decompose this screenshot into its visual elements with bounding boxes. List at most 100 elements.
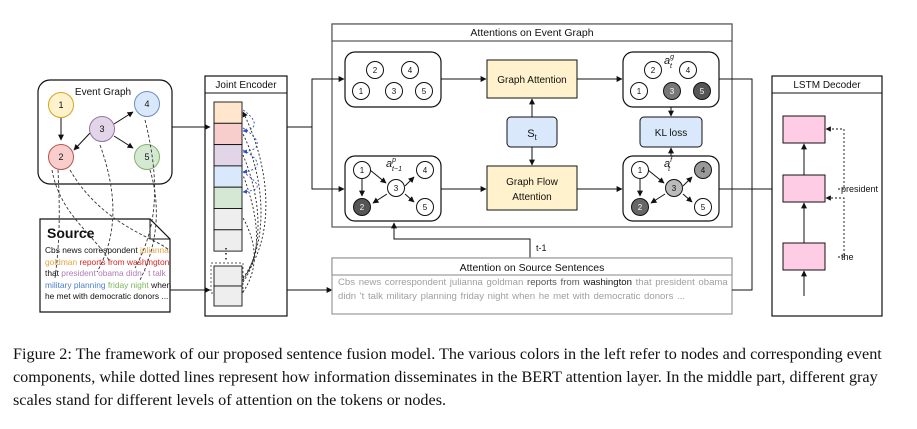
source-segment: goldman: [45, 256, 80, 267]
attention-source-title: Attention on Source Sentences: [460, 262, 605, 274]
bl-node-3: 3: [387, 179, 405, 197]
bl-node-5-label: 5: [423, 203, 428, 212]
bl-node-2-label: 2: [360, 203, 365, 212]
lstm-cell-top: [782, 115, 826, 144]
event-node-4-label: 4: [144, 99, 149, 109]
tr-node-3: 3: [663, 82, 681, 100]
encoder-ellipsis: ⋮: [219, 245, 233, 261]
a-g-label: a: [664, 55, 670, 67]
br-node-3: 3: [665, 179, 683, 197]
tr-node-3-label: 3: [670, 87, 675, 96]
encoder-cell: [213, 144, 243, 167]
tr-node-4: 4: [679, 61, 697, 79]
graph-attention-label: Graph Attention: [497, 75, 567, 86]
br-node-1-label: 1: [638, 166, 643, 175]
tl-node-4-label: 4: [408, 66, 413, 75]
graph-flow-label-1: Graph Flow: [506, 177, 558, 188]
tl-node-3: 3: [385, 82, 403, 100]
br-node-5-label: 5: [701, 203, 706, 212]
attention-on-source: Attention on Source Sentences Cbs news c…: [331, 257, 733, 315]
br-node-5: 5: [694, 198, 712, 216]
bl-node-4: 4: [416, 161, 434, 179]
source-segment: military planning: [45, 279, 108, 290]
attention-token: Cbs news correspondent julianna goldman: [338, 277, 527, 288]
br-node-4: 4: [694, 161, 712, 179]
br-node-4-label: 4: [701, 166, 706, 175]
a-g-sup: g: [670, 54, 674, 61]
kl-loss-label: KL loss: [655, 128, 687, 139]
lstm-cell-middle: [782, 174, 826, 203]
graph-flow-label-2: Attention: [512, 192, 551, 203]
graph-attention-box: [486, 59, 578, 99]
a-prev-sup: p: [391, 157, 396, 164]
lstm-decoder-title: LSTM Decoder: [793, 80, 861, 91]
tr-node-5: 5: [693, 82, 711, 100]
encoder-cell: [213, 122, 243, 146]
lstm-cell-bottom: [782, 242, 826, 271]
a-f-sup: f: [670, 157, 673, 164]
source-line: military planning friday night when: [45, 280, 173, 292]
attentions-title: Attentions on Event Graph: [470, 27, 593, 39]
decoder-word-president: president: [841, 184, 879, 194]
tr-node-4-label: 4: [686, 66, 691, 75]
encoder-cell: [213, 229, 243, 252]
event-node-2-label: 2: [58, 152, 63, 162]
source-segment: he met with democratic donors ...: [45, 291, 169, 302]
tl-node-4: 4: [401, 61, 419, 79]
graph-flow-attention-box: [486, 165, 578, 211]
source-segment: Cbs news correspondent: [45, 245, 140, 255]
st-label: S: [527, 128, 534, 140]
source-line: Cbs news correspondent julianna: [45, 245, 173, 257]
attention-token: washington: [583, 277, 632, 288]
tr-node-1: 1: [630, 82, 648, 100]
event-node-5-label: 5: [144, 152, 149, 162]
event-node-5: 5: [134, 144, 160, 170]
dotted-connections: [51, 119, 171, 281]
event-node-3: 3: [89, 116, 115, 142]
bl-node-2: 2: [353, 198, 371, 216]
br-node-3-label: 3: [672, 184, 677, 193]
svg-text:St: St: [527, 128, 537, 142]
a-g-sub: t: [670, 63, 673, 70]
encoder-cell: [213, 101, 243, 124]
source-segment: president obama didn ' t talk: [61, 268, 166, 279]
br-node-2: 2: [631, 198, 649, 216]
source-segment: when: [148, 279, 172, 290]
tl-node-1: 1: [352, 82, 370, 100]
a-prev-sub: t−1: [392, 166, 402, 173]
kl-loss-box: [639, 116, 703, 148]
source-line: goldman reports from washington: [45, 257, 173, 269]
joint-encoder: Joint Encoder ⋮: [204, 75, 288, 317]
event-node-1: 1: [48, 92, 74, 118]
event-node-3-label: 3: [99, 124, 104, 134]
joint-encoder-title: Joint Encoder: [215, 80, 277, 91]
bl-node-4-label: 4: [423, 166, 428, 175]
bl-node-1: 1: [353, 161, 371, 179]
tr-node-2-label: 2: [651, 66, 656, 75]
tl-node-5: 5: [415, 82, 433, 100]
a-f-sub: t: [668, 166, 671, 173]
source-segment: reports from washington: [79, 256, 170, 267]
a-f-label: a: [664, 158, 670, 170]
t-minus-1-label: t-1: [536, 243, 547, 253]
source-document: Source Cbs news correspondent juliannago…: [39, 218, 173, 313]
source-segment: that: [45, 268, 62, 279]
tl-node-2: 2: [366, 61, 384, 79]
decoder-word-the: the: [841, 252, 854, 262]
attention-token: that president obama didn 't talk milita…: [338, 277, 728, 302]
svg-text:agt: agt: [664, 54, 674, 70]
source-line: he met with democratic donors ...: [45, 291, 173, 303]
bl-node-1-label: 1: [360, 166, 365, 175]
tr-node-5-label: 5: [700, 87, 705, 96]
event-node-4: 4: [134, 91, 160, 117]
source-title: Source: [47, 225, 95, 241]
st-sub: t: [535, 133, 538, 142]
source-segment: julianna: [139, 245, 169, 255]
encoder-cell: [213, 165, 243, 188]
attention-source-tokens: Cbs news correspondent julianna goldman …: [338, 276, 730, 303]
br-node-1: 1: [631, 161, 649, 179]
event-node-1-label: 1: [58, 100, 63, 110]
